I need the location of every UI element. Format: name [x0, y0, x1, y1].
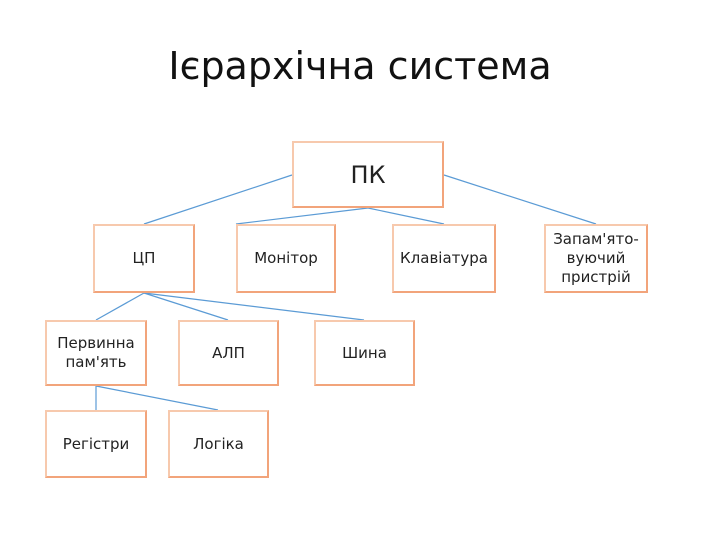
slide-title: Ієрархічна система — [168, 44, 552, 88]
link-pk-keyboard — [367, 207, 445, 225]
node-keyboard: Клавіатура — [392, 224, 496, 293]
link-cpu-alu — [143, 292, 229, 321]
link-pk-storage — [443, 174, 597, 225]
node-logic: Логіка — [168, 410, 269, 478]
node-monitor: Монітор — [236, 224, 336, 293]
node-primary-memory: Первинна пам'ять — [45, 320, 147, 386]
link-cpu-primary-memory — [95, 292, 145, 321]
node-registers: Регістри — [45, 410, 147, 478]
link-cpu-bus — [143, 292, 365, 321]
node-alu: АЛП — [178, 320, 279, 386]
link-pk-cpu — [143, 174, 293, 225]
node-storage: Запам'ято- вуючий пристрій — [544, 224, 648, 293]
link-pk-monitor — [235, 207, 369, 225]
node-cpu: ЦП — [93, 224, 195, 293]
link-memory-logic — [95, 385, 219, 411]
node-pk: ПК — [292, 141, 444, 208]
node-bus: Шина — [314, 320, 415, 386]
